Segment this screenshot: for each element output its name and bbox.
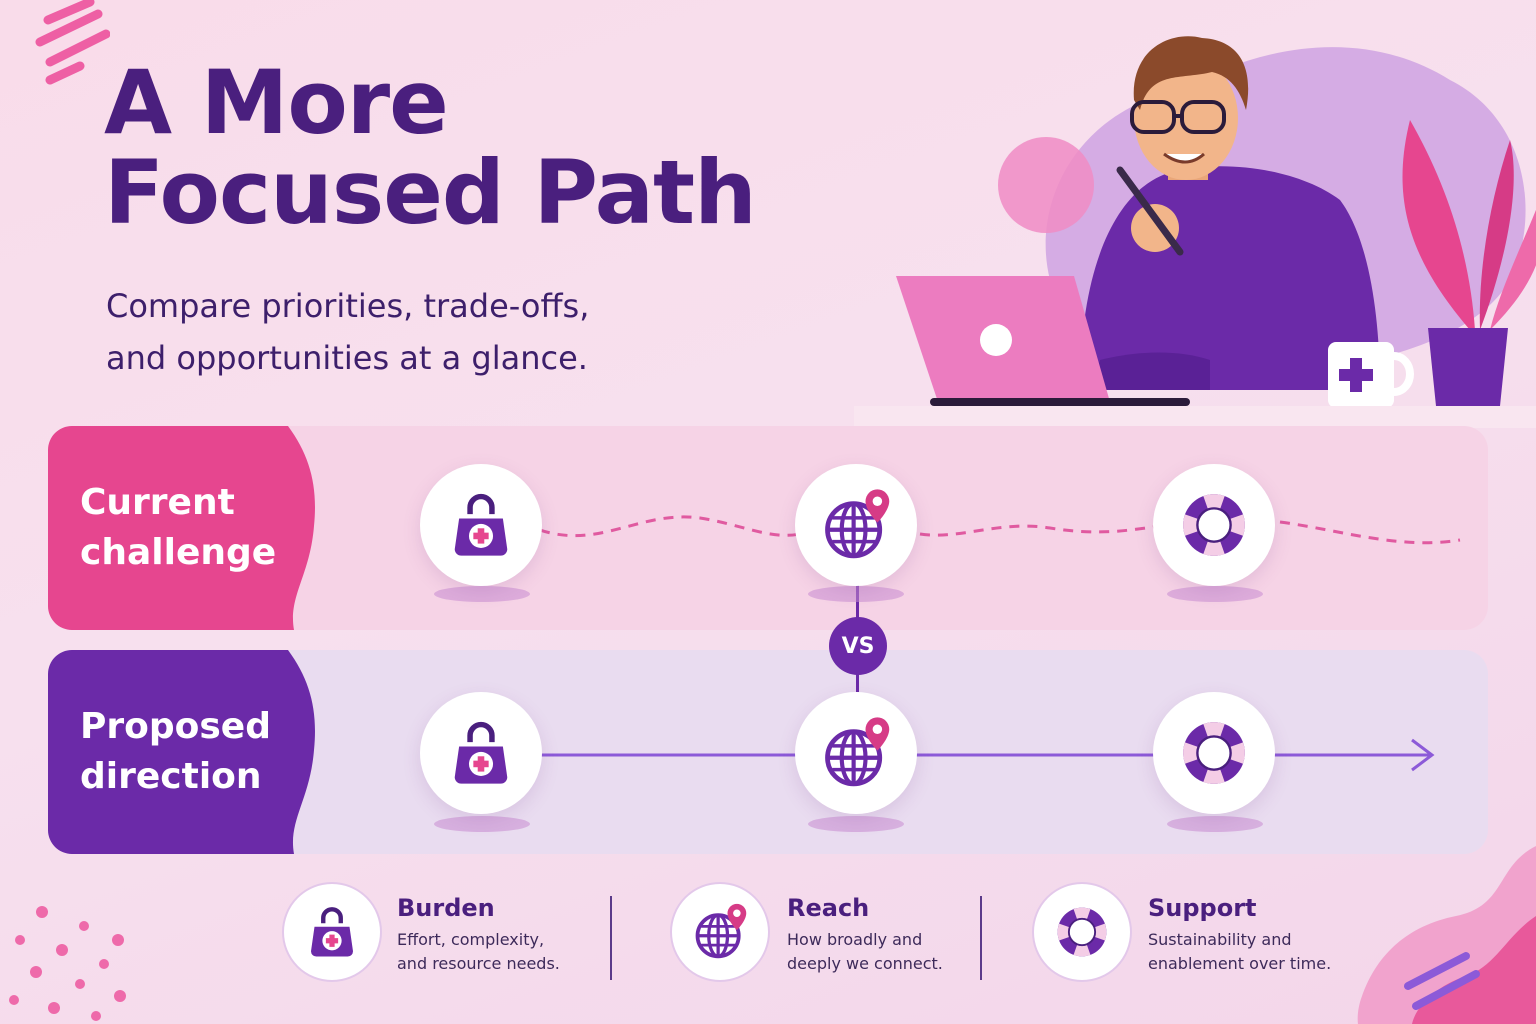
row-proposed-label-line-1: Proposed — [80, 706, 271, 747]
legend-support-desc: Sustainability and enablement over time. — [1148, 928, 1331, 976]
globe-pin-icon — [818, 487, 894, 563]
subtitle-line-2: and opportunities at a glance. — [106, 339, 588, 377]
node-shadow — [434, 586, 530, 602]
node-shadow — [808, 586, 904, 602]
medical-bag-icon — [446, 718, 516, 788]
legend-support-icon-circle — [1032, 882, 1132, 982]
row-current-label: Current challenge — [80, 478, 276, 578]
medical-bag-icon — [304, 904, 360, 960]
legend-reach-title: Reach — [787, 894, 870, 922]
row-current-tab — [48, 426, 315, 630]
legend-burden-desc-line-2: and resource needs. — [397, 954, 560, 973]
row-current-dashed-path — [540, 515, 1461, 545]
node-shadow — [808, 816, 904, 832]
vs-badge: VS — [829, 617, 887, 675]
medical-bag-icon — [446, 490, 516, 560]
lifebuoy-icon — [1176, 715, 1252, 791]
legend-support-title: Support — [1148, 894, 1257, 922]
row-proposed-label: Proposed direction — [80, 702, 271, 802]
row-proposed-label-line-2: direction — [80, 756, 262, 797]
proposed-burden-node — [420, 692, 542, 814]
page-title: A More Focused Path — [104, 51, 757, 244]
legend-support-desc-line-1: Sustainability and — [1148, 930, 1292, 949]
proposed-reach-node — [795, 692, 917, 814]
node-shadow — [434, 816, 530, 832]
legend-burden-icon-circle — [282, 882, 382, 982]
globe-pin-icon — [690, 902, 750, 962]
globe-pin-icon — [818, 715, 894, 791]
row-proposed-tab — [48, 650, 315, 854]
node-shadow — [1167, 816, 1263, 832]
legend-burden-desc: Effort, complexity, and resource needs. — [397, 928, 560, 976]
legend-support-desc-line-2: enablement over time. — [1148, 954, 1332, 973]
person-laptop-illustration — [854, 36, 1536, 428]
legend-burden-title: Burden — [397, 894, 495, 922]
lifebuoy-icon — [1176, 487, 1252, 563]
decorative-blob — [1357, 846, 1536, 1024]
legend-reach: Reach How broadly and deeply we connect. — [787, 894, 943, 976]
current-burden-node — [420, 464, 542, 586]
legend-burden: Burden Effort, complexity, and resource … — [397, 894, 560, 976]
decorative-strokes — [35, 0, 110, 85]
row-current-label-line-1: Current — [80, 482, 235, 523]
legend-support: Support Sustainability and enablement ov… — [1148, 894, 1331, 976]
legend-divider — [980, 896, 982, 980]
decorative-dots — [9, 906, 126, 1021]
title-line-2: Focused Path — [104, 141, 757, 244]
legend-reach-desc: How broadly and deeply we connect. — [787, 928, 943, 976]
legend-reach-desc-line-2: deeply we connect. — [787, 954, 943, 973]
row-proposed-arrow-path — [540, 738, 1435, 772]
node-shadow — [1167, 586, 1263, 602]
legend-reach-desc-line-1: How broadly and — [787, 930, 923, 949]
legend-burden-desc-line-1: Effort, complexity, — [397, 930, 545, 949]
current-reach-node — [795, 464, 917, 586]
row-current-label-line-2: challenge — [80, 532, 277, 573]
subtitle-line-1: Compare priorities, trade-offs, — [106, 287, 590, 325]
legend-divider — [610, 896, 612, 980]
legend-reach-icon-circle — [670, 882, 770, 982]
page-subtitle: Compare priorities, trade-offs, and oppo… — [106, 280, 589, 384]
title-line-1: A More — [104, 51, 449, 154]
current-support-node — [1153, 464, 1275, 586]
proposed-support-node — [1153, 692, 1275, 814]
lifebuoy-icon — [1052, 902, 1112, 962]
